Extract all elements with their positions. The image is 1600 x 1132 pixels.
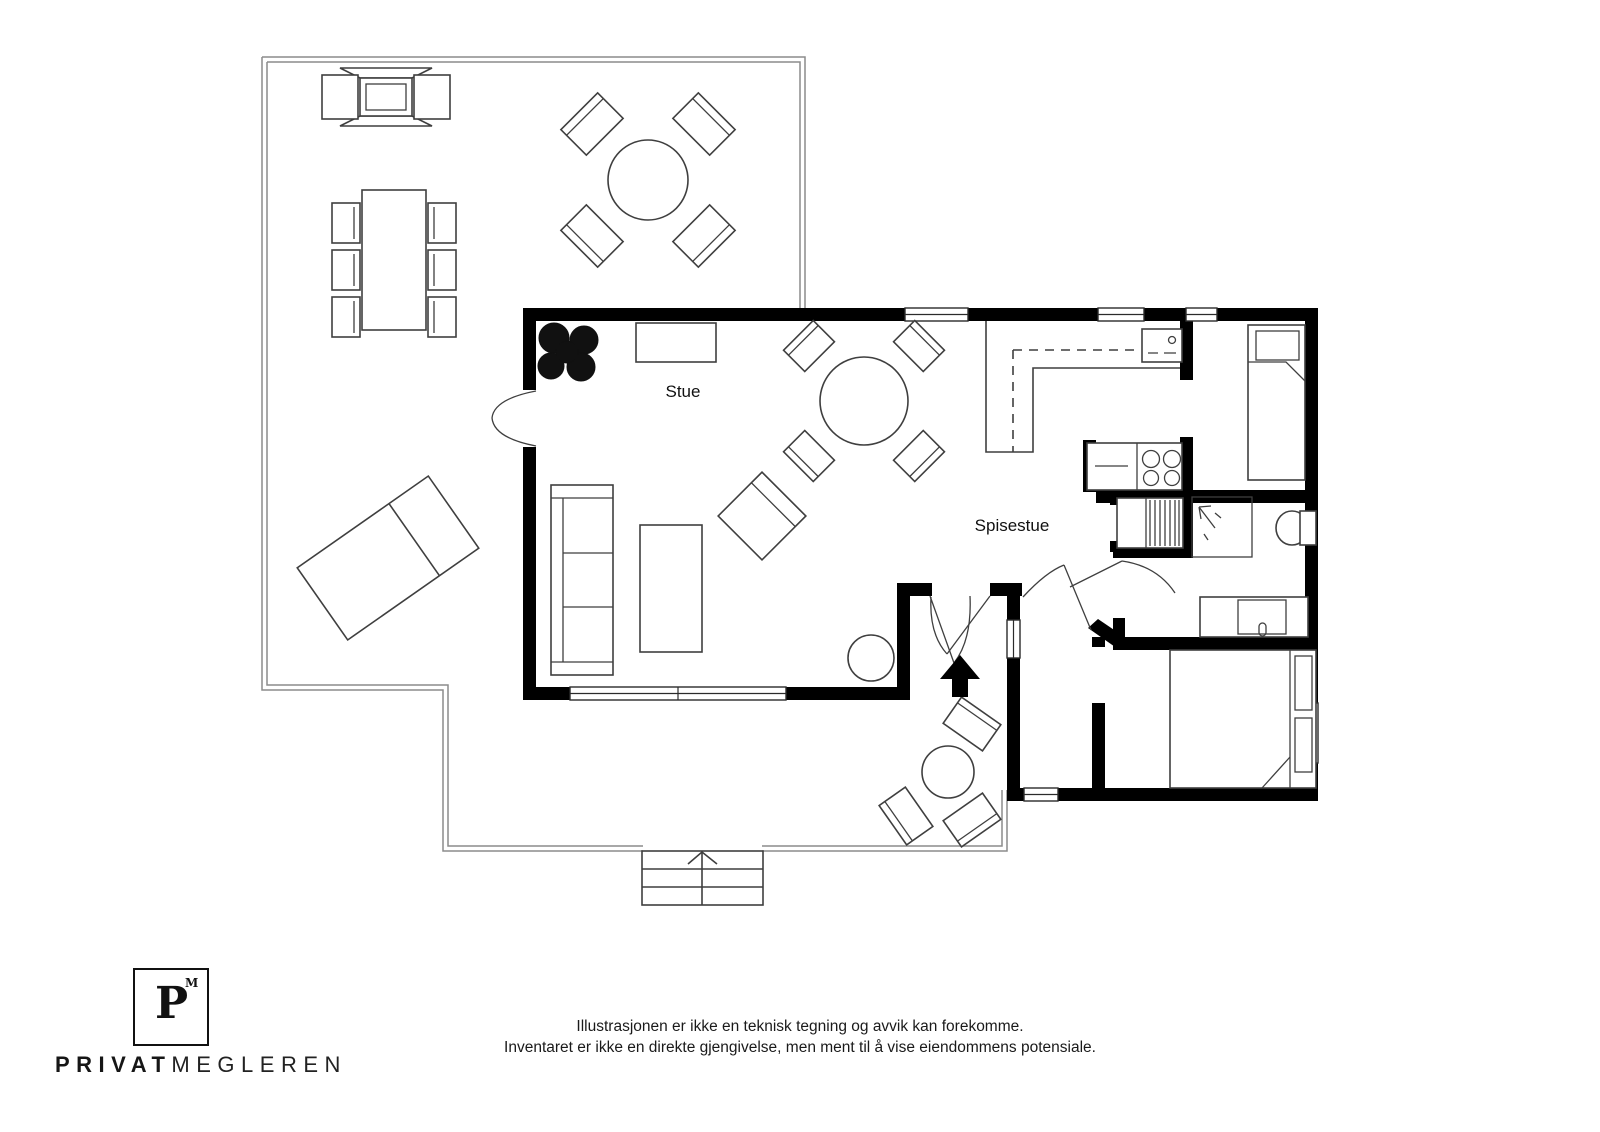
hall-closet [1116, 497, 1184, 549]
sofa [550, 484, 614, 676]
loft-ladder-icon [1198, 505, 1222, 541]
bedroom-1 [1247, 324, 1306, 481]
sideboard [635, 322, 717, 363]
bathroom-vanity [1199, 596, 1309, 638]
logo-letter: P [155, 978, 189, 1029]
kitchen-sink [1141, 328, 1183, 363]
coffee-table [639, 524, 703, 653]
logo-mark-icon: M [185, 976, 199, 990]
shower [1191, 496, 1253, 558]
disclaimer-line-1: Illustrasjonen er ikke en teknisk tegnin… [576, 1018, 1024, 1035]
bedroom-2 [1169, 649, 1317, 789]
brand-name-light: MEGLEREN [171, 1052, 347, 1077]
entry-steps [641, 850, 764, 906]
brand-name-bold: PRIVAT [55, 1052, 172, 1077]
single-bed [1247, 324, 1306, 481]
armchair [717, 471, 807, 561]
logo-box-icon: P M [133, 968, 209, 1046]
brand-name: PRIVATMEGLEREN [55, 1052, 347, 1078]
dining-table-round [782, 319, 946, 483]
entrance-arrow-icon [940, 655, 980, 697]
deck-bistro-table [878, 696, 1002, 848]
sun-lounger [296, 474, 480, 642]
terrace-round-table [559, 91, 737, 269]
kitchen-upper-cabinets [1012, 349, 1140, 452]
grill [321, 67, 451, 127]
toilet [1275, 510, 1317, 546]
doors [491, 390, 1176, 664]
terrace-dining-table [331, 189, 457, 338]
privatmegleren-logo: P M PRIVATMEGLEREN [55, 966, 355, 1086]
double-bed [1169, 649, 1317, 789]
kitchen-counter [985, 321, 1180, 453]
wood-stove [847, 634, 895, 682]
stue-label: Stue [666, 382, 701, 401]
spisestue-label: Spisestue [975, 516, 1050, 535]
disclaimer: Illustrasjonen er ikke en teknisk tegnin… [0, 1016, 1600, 1058]
kitchen [985, 321, 1222, 549]
terrace-outline [261, 56, 1008, 852]
bathroom [1191, 496, 1317, 638]
plant [537, 322, 599, 382]
disclaimer-line-2: Inventaret er ikke en direkte gjengivels… [504, 1039, 1096, 1056]
stove [1086, 442, 1183, 491]
living-room [537, 319, 946, 682]
